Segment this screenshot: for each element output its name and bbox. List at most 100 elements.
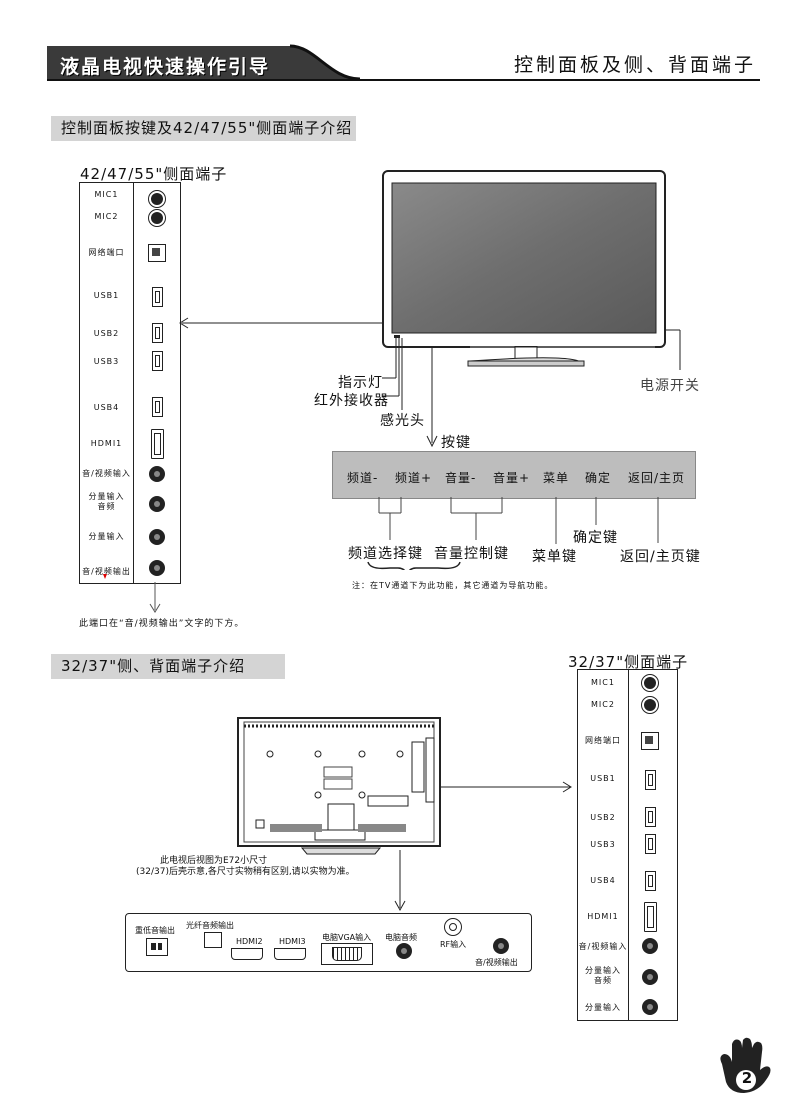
ok-key-label: 确定键 [573, 530, 618, 546]
port-label-mic1-b: MIC1 [591, 678, 615, 687]
rear-label-hdmi2: HDMI2 [236, 937, 263, 946]
panel1-title: 42/47/55"侧面端子 [80, 165, 228, 183]
channel-down-button[interactable]: 频道- [347, 471, 379, 485]
port-label-hdmi1: HDMI1 [90, 439, 123, 448]
back-key-label: 返回/主页键 [620, 549, 701, 565]
port-label-usb1: USB1 [93, 291, 120, 300]
av-out-pointer [103, 574, 161, 613]
pc-audio-jack-icon [396, 943, 412, 959]
section2-title-bar: 32/37"侧、背面端子介绍 [51, 654, 285, 679]
port-label-mic2-b: MIC2 [591, 700, 615, 709]
mic2-jack-icon [148, 209, 166, 227]
port-label-component-audio: 分量输入 音频 [88, 492, 125, 511]
volume-down-button[interactable]: 音量- [445, 471, 477, 485]
component-in-jack-icon-b [642, 999, 658, 1015]
usb4-port-icon-b [645, 871, 656, 891]
key-connectors [367, 497, 659, 570]
side-panel-32: MIC1 MIC2 网络端口 USB1 USB2 USB3 USB4 HDMI1… [577, 669, 678, 1021]
page-number: 2 [741, 1069, 753, 1087]
menu-key-label: 菜单键 [532, 549, 577, 565]
header-tab-shape [47, 44, 361, 81]
av-out-note: 此端口在“音/视频输出”文字的下方。 [79, 619, 245, 629]
port-label-usb3: USB3 [93, 357, 120, 366]
section1-title: 控制面板按键及42/47/55"侧面端子介绍 [61, 119, 353, 137]
lan-port-icon-b [641, 732, 659, 750]
usb1-port-icon [152, 287, 163, 307]
back-home-button[interactable]: 返回/主页 [628, 471, 686, 485]
section2-title: 32/37"侧、背面端子介绍 [61, 657, 246, 675]
port-label-hdmi1-b: HDMI1 [587, 912, 619, 921]
rear-note-line1: 此电视后视图为E72小尺寸 [160, 856, 268, 866]
usb1-port-icon-b [645, 770, 656, 790]
port-label-mic1: MIC1 [94, 190, 119, 199]
mic1-jack-icon-b [641, 674, 659, 692]
hdmi1-port-icon [151, 429, 164, 459]
subwoofer-port-icon [146, 938, 168, 956]
key-footnote: 注：在TV通道下为此功能，其它通道为导航功能。 [352, 581, 554, 590]
hdmi3-port-icon [274, 948, 306, 960]
channel-up-button[interactable]: 频道+ [395, 471, 433, 485]
rf-port-icon [444, 918, 462, 936]
volume-up-button[interactable]: 音量+ [493, 471, 531, 485]
port-label-lan-b: 网络端口 [585, 736, 621, 745]
port-label-component-in-b: 分量输入 [585, 1003, 621, 1012]
port-label-usb4-b: USB4 [590, 876, 616, 885]
header-rule [47, 79, 760, 81]
hdmi2-port-icon [231, 948, 263, 960]
header-section-title: 控制面板及侧、背面端子 [513, 54, 756, 76]
av-in-jack-icon [149, 466, 165, 482]
optical-port-icon [204, 932, 222, 948]
ok-button[interactable]: 确定 [585, 471, 612, 485]
port-label-av-in: 音/视频输入 [82, 469, 131, 478]
port-label-usb3-b: USB3 [590, 840, 616, 849]
usb2-port-icon-b [645, 807, 656, 827]
port-label-component-in: 分量输入 [88, 532, 125, 541]
indicator-label: 指示灯 [338, 375, 383, 391]
av-in-jack-icon-b [642, 938, 658, 954]
mic2-jack-icon-b [641, 696, 659, 714]
side-panel-42: MIC1 MIC2 网络端口 USB1 USB2 USB3 USB4 HDMI1… [79, 182, 181, 584]
port-label-lan: 网络端口 [88, 248, 125, 257]
usb3-port-icon-b [645, 834, 656, 854]
ir-receiver-label: 红外接收器 [314, 393, 389, 409]
rear-label-pc-audio: 电脑音频 [385, 933, 417, 942]
panel2-title: 32/37"侧面端子 [568, 653, 689, 671]
hdmi1-port-icon-b [644, 902, 657, 932]
rear-label-vga: 电脑VGA输入 [322, 933, 372, 942]
volume-keys-label: 音量控制键 [434, 546, 509, 562]
rear-label-optical: 光纤音频输出 [186, 921, 234, 930]
menu-button[interactable]: 菜单 [543, 471, 570, 485]
rear-label-rf: RF输入 [440, 940, 467, 949]
port-label-usb2-b: USB2 [590, 813, 616, 822]
rear-note-line2: (32/37)后壳示意,各尺寸实物稍有区别,请以实物为准。 [136, 867, 355, 877]
port-label-mic2: MIC2 [94, 212, 119, 221]
mic1-jack-icon [148, 190, 166, 208]
rear-label-av-out: 音/视频输出 [475, 958, 518, 967]
component-audio-jack-icon [149, 496, 165, 512]
light-sensor-label: 感光头 [380, 413, 425, 429]
hand-icon [720, 1037, 771, 1093]
port-label-av-in-b: 音/视频输入 [578, 942, 628, 951]
usb2-port-icon [152, 323, 163, 343]
component-audio-jack-icon-b [642, 969, 658, 985]
power-switch-label: 电源开关 [640, 378, 700, 394]
port-label-usb4: USB4 [93, 403, 120, 412]
rear-label-subwoofer: 重低音输出 [135, 926, 175, 935]
rear-av-out-jack-icon [493, 938, 509, 954]
port-label-component-audio-b: 分量输入 音频 [585, 966, 621, 985]
port-label-av-out: 音/视频输出 [82, 567, 131, 576]
section1-title-bar: 控制面板按键及42/47/55"侧面端子介绍 [51, 116, 356, 141]
av-out-jack-icon [149, 560, 165, 576]
tv-rear-illustration [237, 717, 572, 912]
header-title: 液晶电视快速操作引导 [60, 56, 271, 78]
usb4-port-icon [152, 397, 163, 417]
usb3-port-icon [152, 351, 163, 371]
component-in-jack-icon [149, 529, 165, 545]
keys-label: 按键 [441, 435, 471, 451]
tv-front-illustration [179, 170, 681, 448]
vga-port-icon [321, 943, 373, 965]
rear-port-strip: 重低音输出 光纤音频输出 HDMI2 HDMI3 电脑VGA输入 电脑音频 RF… [125, 913, 532, 972]
lan-port-icon [148, 244, 166, 262]
port-label-usb1-b: USB1 [590, 774, 616, 783]
rear-label-hdmi3: HDMI3 [279, 937, 306, 946]
